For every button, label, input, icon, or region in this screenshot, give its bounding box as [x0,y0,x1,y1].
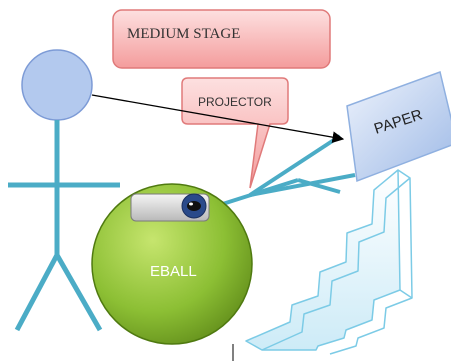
medium-stage-label: MEDIUM STAGE [127,26,240,42]
projector-label: PROJECTOR [198,95,272,109]
growth-ribbon [245,169,413,355]
arrow-to-paper [91,94,345,143]
projection-rays [209,134,356,210]
stick-figure-leg-right [54,253,103,332]
projector-icon [130,193,210,222]
stick-figure [8,49,120,332]
eball-label: EBALL [150,263,197,280]
projector-callout: PROJECTOR [181,77,289,189]
medium-stage-box: MEDIUM STAGE [112,9,331,69]
paper-shape: PAPER [346,71,451,183]
eball: EBALL [91,183,253,345]
stick-figure-head [21,49,93,121]
stick-figure-leg-left [14,253,60,332]
